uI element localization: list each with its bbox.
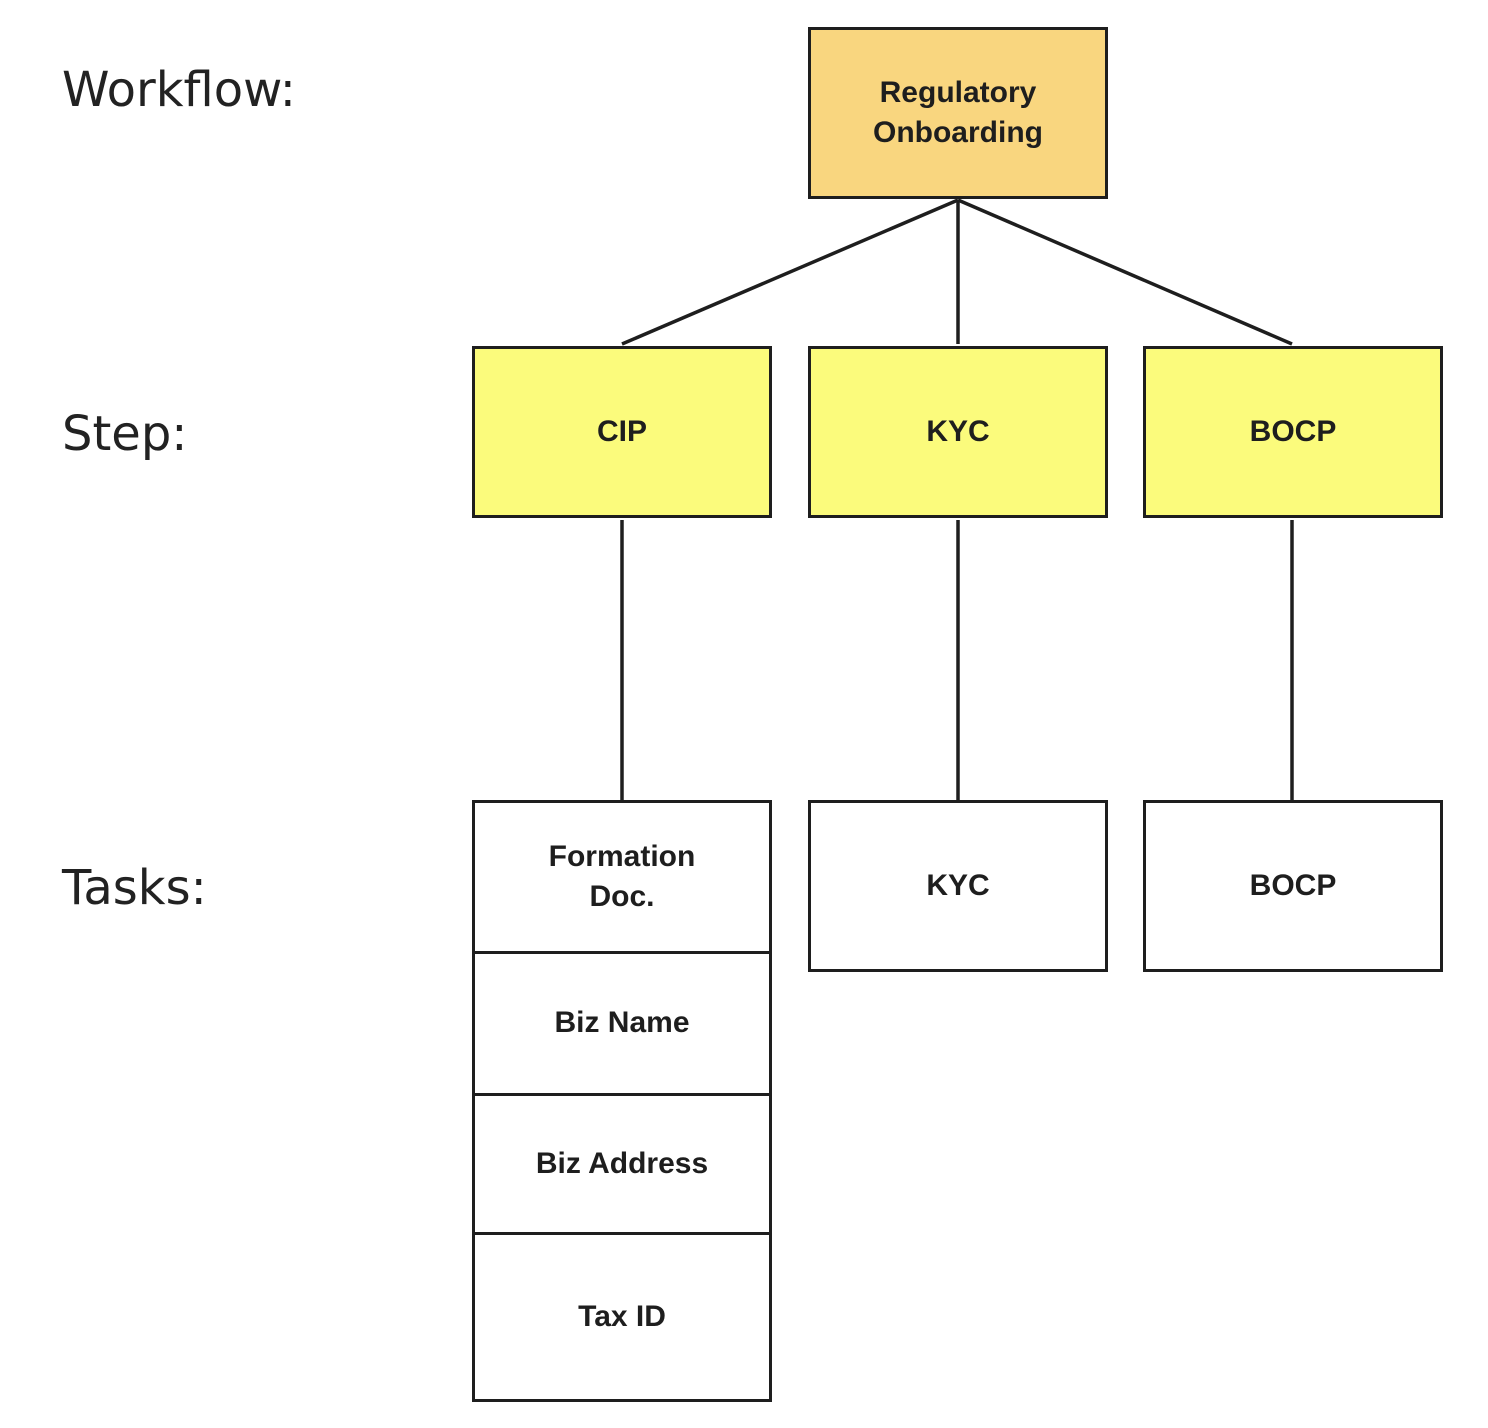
step-label-cip: CIP <box>596 414 647 448</box>
task-label-tax-id: Tax ID <box>578 1299 666 1333</box>
task-label-formation-line2: Doc. <box>589 880 655 913</box>
step-box-kyc: KYC <box>808 346 1108 518</box>
task-label-biz-name: Biz Name <box>554 1006 690 1040</box>
task-box-formation-doc: Formation Doc. <box>472 800 772 954</box>
step-box-bocp: BOCP <box>1143 346 1443 518</box>
task-label-kyc: KYC <box>926 868 990 902</box>
workflow-label-line2: Onboarding <box>873 116 1043 149</box>
task-box-tax-id: Tax ID <box>472 1232 772 1402</box>
task-label-formation-line1: Formation <box>548 839 696 873</box>
row-label-tasks: Tasks: <box>62 860 207 916</box>
task-box-biz-name: Biz Name <box>472 951 772 1096</box>
step-label-kyc: KYC <box>926 414 990 448</box>
row-label-step: Step: <box>62 406 188 462</box>
workflow-label-line1: Regulatory <box>879 75 1037 109</box>
step-label-bocp: BOCP <box>1249 414 1337 448</box>
step-box-cip: CIP <box>472 346 772 518</box>
row-label-workflow: Workflow: <box>62 62 296 118</box>
connector-workflow-to-cip <box>621 198 959 346</box>
task-box-kyc: KYC <box>808 800 1108 972</box>
task-label-biz-address: Biz Address <box>535 1146 709 1180</box>
connector-workflow-to-bocp <box>957 198 1293 346</box>
task-box-biz-address: Biz Address <box>472 1093 772 1235</box>
task-box-bocp: BOCP <box>1143 800 1443 972</box>
workflow-box-regulatory-onboarding: Regulatory Onboarding <box>808 27 1108 199</box>
task-label-bocp: BOCP <box>1249 868 1337 902</box>
